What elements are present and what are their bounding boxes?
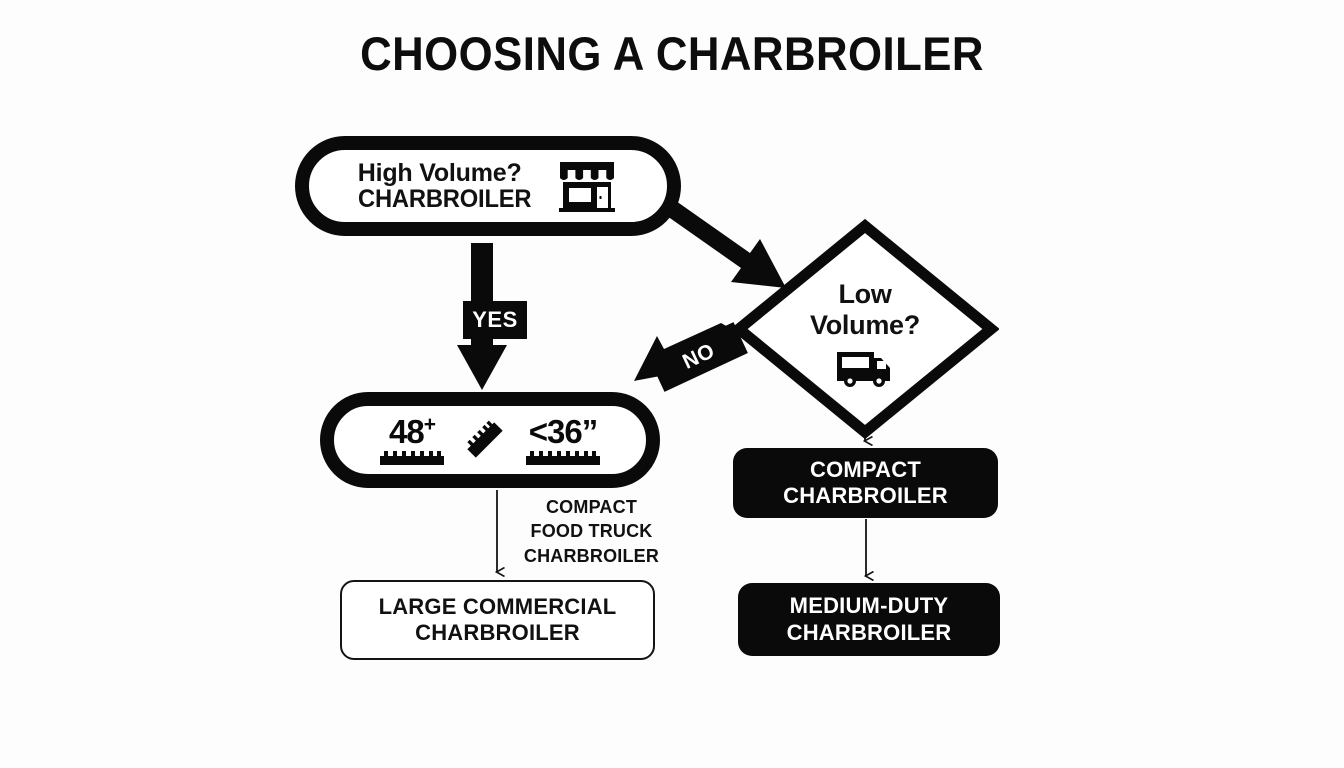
node-low-volume-content: Low Volume? bbox=[731, 218, 999, 440]
node-compact-charbroiler-line1: COMPACT bbox=[810, 456, 921, 482]
node-high-volume-content: High Volume? CHARBROILER bbox=[309, 158, 667, 214]
label-compact-food-truck-line3: CHARBROILER bbox=[523, 545, 660, 566]
node-low-volume[interactable]: Low Volume? bbox=[731, 218, 999, 440]
node-high-volume-text: High Volume? CHARBROILER bbox=[357, 158, 541, 213]
node-high-volume-line1: High Volume? bbox=[357, 158, 522, 187]
node-large-commercial-text: LARGE COMMERCIAL CHARBROILER bbox=[379, 594, 617, 647]
node-size-choice-content: 48+ bbox=[334, 413, 646, 465]
size-option-large[interactable]: 48+ bbox=[380, 413, 444, 465]
ruler-icon bbox=[462, 417, 508, 463]
ruler-bar-icon bbox=[380, 451, 444, 465]
node-medium-duty-charbroiler-text: MEDIUM-DUTY CHARBROILER bbox=[787, 593, 952, 646]
node-large-commercial[interactable]: LARGE COMMERCIAL CHARBROILER bbox=[340, 580, 655, 660]
label-compact-food-truck-line1: COMPACT bbox=[545, 497, 638, 517]
node-compact-charbroiler-line2: CHARBROILER bbox=[783, 483, 948, 508]
storefront-icon bbox=[556, 158, 618, 214]
node-low-volume-line2: Volume? bbox=[810, 310, 920, 340]
label-compact-food-truck-line2: FOOD TRUCK bbox=[530, 521, 653, 542]
diamond-outline bbox=[731, 218, 999, 440]
page-title: CHOOSING A CHARBROILER bbox=[360, 27, 984, 80]
node-size-choice[interactable]: 48+ bbox=[320, 392, 660, 488]
node-high-volume[interactable]: High Volume? CHARBROILER bbox=[295, 136, 681, 236]
food-truck-icon bbox=[834, 348, 896, 388]
node-medium-duty-charbroiler-line2: CHARBROILER bbox=[786, 619, 952, 645]
size-option-large-label: 48+ bbox=[389, 413, 436, 450]
label-compact-food-truck: COMPACT FOOD TRUCK CHARBROILER bbox=[519, 495, 664, 568]
node-low-volume-line1: Low bbox=[838, 279, 892, 310]
ruler-bar-icon bbox=[526, 451, 600, 465]
node-compact-charbroiler[interactable]: COMPACT CHARBROILER bbox=[733, 448, 998, 518]
node-medium-duty-charbroiler[interactable]: MEDIUM-DUTY CHARBROILER bbox=[738, 583, 1000, 656]
size-option-compact[interactable]: <36” bbox=[526, 415, 600, 465]
node-large-commercial-line2: CHARBROILER bbox=[415, 620, 580, 645]
node-compact-charbroiler-text: COMPACT CHARBROILER bbox=[783, 457, 948, 510]
node-medium-duty-charbroiler-line1: MEDIUM-DUTY bbox=[789, 593, 949, 619]
edge-label-yes: YES bbox=[463, 301, 527, 339]
node-high-volume-line2: CHARBROILER bbox=[357, 185, 532, 213]
node-large-commercial-line1: LARGE COMMERCIAL bbox=[378, 593, 617, 619]
size-option-compact-label: <36” bbox=[528, 413, 598, 450]
